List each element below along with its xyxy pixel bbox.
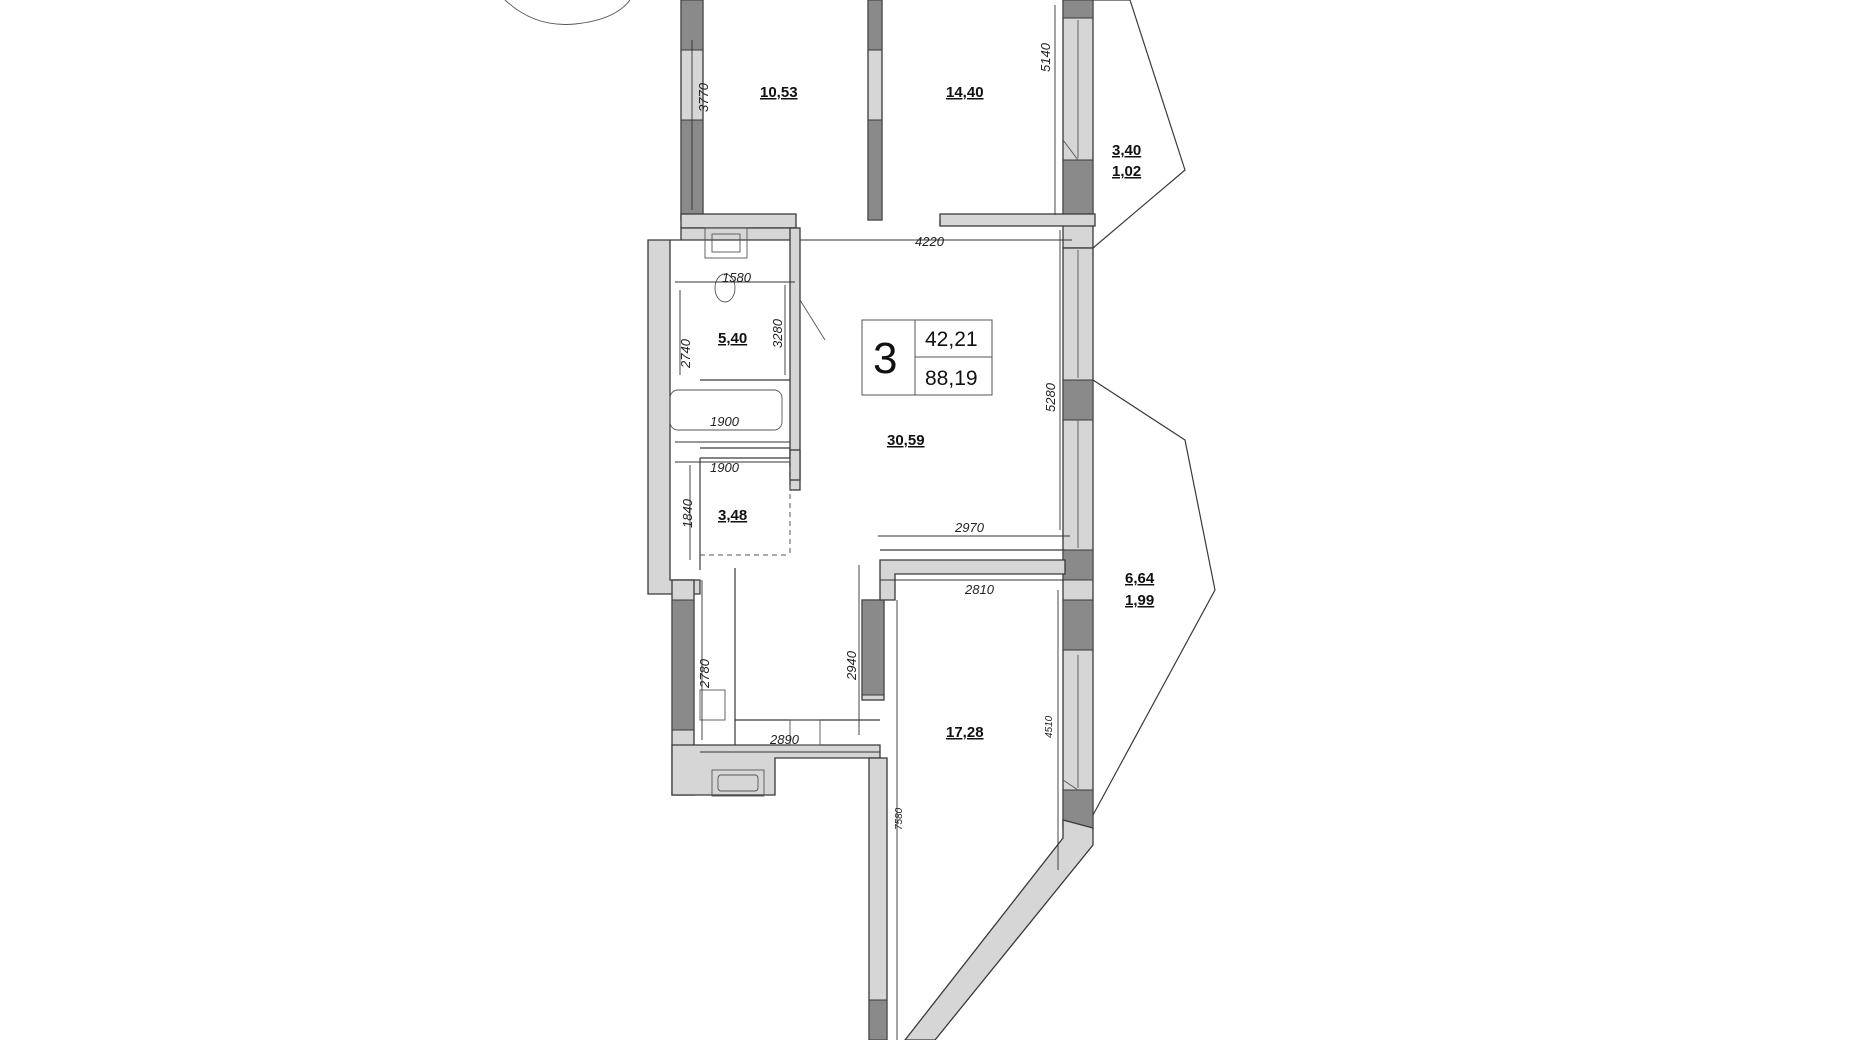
apartment-badge: 3 42,21 88,19 xyxy=(861,319,993,396)
living-area: 42,21 xyxy=(925,328,978,351)
wall-bedroom-left xyxy=(868,757,888,1040)
wall-kitchen-bottom xyxy=(671,744,881,796)
balcony-2-outline xyxy=(1092,379,1216,816)
balcony-1-outline xyxy=(1092,0,1186,249)
dimension-label: 5280 xyxy=(1043,382,1058,412)
wall-bathroom-right xyxy=(789,227,801,491)
balcony-area-label: 6,64 xyxy=(1125,570,1155,587)
wall-horizontal xyxy=(680,213,797,229)
room-area-label: 14,40 xyxy=(946,84,984,101)
dimension-label: 2940 xyxy=(844,650,859,681)
fridge-icon xyxy=(699,689,726,721)
dimension-label: 3280 xyxy=(770,318,785,348)
wall-segment xyxy=(868,999,888,1040)
room-area-label: 3,48 xyxy=(718,507,747,524)
toilet-icon xyxy=(714,273,736,303)
rooms-count: 3 xyxy=(873,334,897,383)
bathtub-icon xyxy=(669,389,783,431)
dimension-label: 2890 xyxy=(769,732,800,747)
dimension-label: 2740 xyxy=(678,338,693,369)
wall-segment xyxy=(1062,379,1094,421)
dimension-label: 5140 xyxy=(1038,42,1053,72)
dimension-label: 4220 xyxy=(915,234,945,249)
wall-angled xyxy=(904,819,1094,1040)
wall-segment xyxy=(1062,159,1094,216)
dimension-label: 1580 xyxy=(722,270,752,285)
wall-segment xyxy=(1062,599,1094,651)
dimension-label: 2780 xyxy=(697,658,712,689)
washing-machine-icon xyxy=(704,227,748,259)
wall-segment xyxy=(861,599,885,696)
wall-segment xyxy=(1062,0,1094,19)
balcony-reduced-area-label: 1,99 xyxy=(1125,592,1154,609)
room-area-label: 30,59 xyxy=(887,432,925,449)
wall-bedroom-top xyxy=(879,559,1066,601)
total-area: 88,19 xyxy=(925,367,978,390)
dimension-label: 1840 xyxy=(680,498,695,528)
dimension-label: 1900 xyxy=(710,414,740,429)
room-area-label: 5,40 xyxy=(718,330,747,347)
balcony-reduced-area-label: 1,02 xyxy=(1112,163,1141,180)
sink-icon xyxy=(711,769,765,797)
wall-bathroom-right-lower xyxy=(789,449,801,481)
dimension-label: 3770 xyxy=(696,82,711,112)
dimension-label: 4510 xyxy=(1044,715,1055,738)
wall-segment xyxy=(671,599,695,731)
dimension-label: 7580 xyxy=(894,807,905,830)
dimension-label: 2970 xyxy=(954,520,985,535)
balcony-area-label: 3,40 xyxy=(1112,142,1141,159)
dimension-label: 2810 xyxy=(964,582,995,597)
stove-icon xyxy=(789,719,821,746)
room-area-label: 17,28 xyxy=(946,724,984,741)
room-area-label: 10,53 xyxy=(760,84,798,101)
wall-segment xyxy=(867,119,883,221)
wall-segment xyxy=(867,0,883,51)
wall-segment xyxy=(1062,549,1094,581)
wall-horizontal xyxy=(939,213,1096,227)
compass-icon xyxy=(504,0,631,25)
dimension-label: 1900 xyxy=(710,460,740,475)
